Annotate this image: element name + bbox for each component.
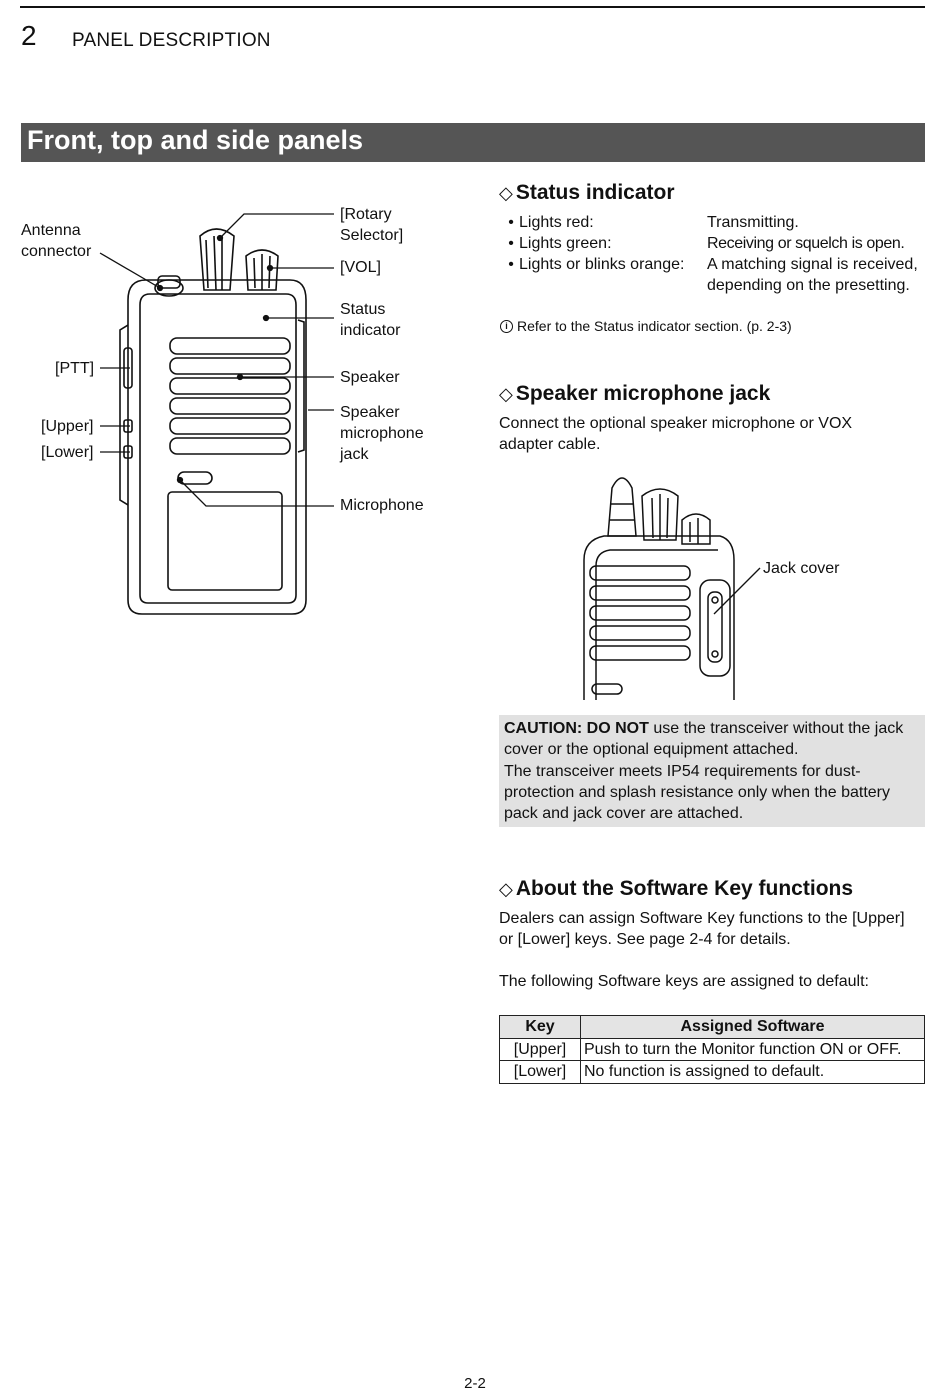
ptt-label: [PTT] — [55, 360, 95, 377]
bullet-icon: • — [508, 214, 514, 231]
caution-box — [499, 715, 925, 827]
vol-label: [VOL] — [340, 259, 381, 276]
page-number: 2-2 — [464, 1375, 486, 1392]
software-keys-table: Key Assigned Software [Upper] Push to tu… — [499, 1015, 925, 1084]
table-cell: [Lower] — [499, 1060, 581, 1084]
top-rule — [20, 6, 925, 8]
table-header: Assigned Software — [580, 1015, 925, 1039]
caution-text: CAUTION: DO NOT use the transceiver with… — [504, 720, 904, 823]
lower-label: [Lower] — [41, 444, 94, 461]
table-row: [Lower] No function is assigned to defau… — [499, 1060, 925, 1084]
software-keys-heading: ◇About the Software Key functions — [499, 877, 854, 900]
section-title: Front, top and side panels — [27, 125, 364, 155]
table-cell: Push to turn the Monitor function ON or … — [580, 1038, 925, 1061]
microphone-label: Microphone — [340, 497, 424, 514]
section-bar — [21, 123, 925, 162]
software-keys-intro: The following Software keys are assigned… — [499, 973, 869, 990]
speaker-mic-jack-label: Speaker microphone jack — [340, 404, 424, 463]
jack-cover-label: Jack cover — [763, 560, 840, 577]
diamond-icon: ◇ — [499, 878, 513, 899]
list-item: • Lights red: Transmitting. — [503, 212, 933, 233]
status-indicator-note: i Refer to the Status indicator section.… — [500, 318, 792, 334]
caution-lead: CAUTION: DO NOT — [504, 720, 649, 737]
info-icon: i — [500, 319, 513, 333]
diamond-icon: ◇ — [499, 182, 513, 203]
table-cell: No function is assigned to default. — [580, 1060, 925, 1084]
list-item: • Lights or blinks orange: A matching si… — [503, 254, 933, 296]
table-header-row: Key Assigned Software — [499, 1015, 925, 1039]
table-header: Key — [499, 1015, 581, 1039]
list-item: • Lights green: Receiving or squelch is … — [503, 233, 933, 254]
status-indicator-label: Status indicator — [340, 301, 401, 339]
antenna-connector-label: Antenna connector — [21, 222, 92, 260]
diamond-icon: ◇ — [499, 383, 513, 404]
chapter-number: 2 — [21, 20, 37, 51]
speaker-label: Speaker — [340, 369, 400, 386]
rotary-selector-label: [Rotary Selector] — [340, 206, 404, 244]
status-indicator-list: • Lights red: Transmitting. • Lights gre… — [503, 212, 933, 296]
speaker-mic-jack-body: Connect the optional speaker microphone … — [499, 415, 853, 453]
bullet-icon: • — [508, 256, 514, 273]
bullet-icon: • — [508, 235, 514, 252]
software-keys-body: Dealers can assign Software Key function… — [499, 910, 905, 948]
upper-label: [Upper] — [41, 418, 94, 435]
table-cell: [Upper] — [499, 1038, 581, 1061]
chapter-title: PANEL DESCRIPTION — [72, 30, 271, 51]
speaker-mic-jack-heading: ◇Speaker microphone jack — [499, 382, 771, 405]
status-indicator-heading: ◇Status indicator — [499, 181, 675, 204]
table-row: [Upper] Push to turn the Monitor functio… — [499, 1038, 925, 1061]
